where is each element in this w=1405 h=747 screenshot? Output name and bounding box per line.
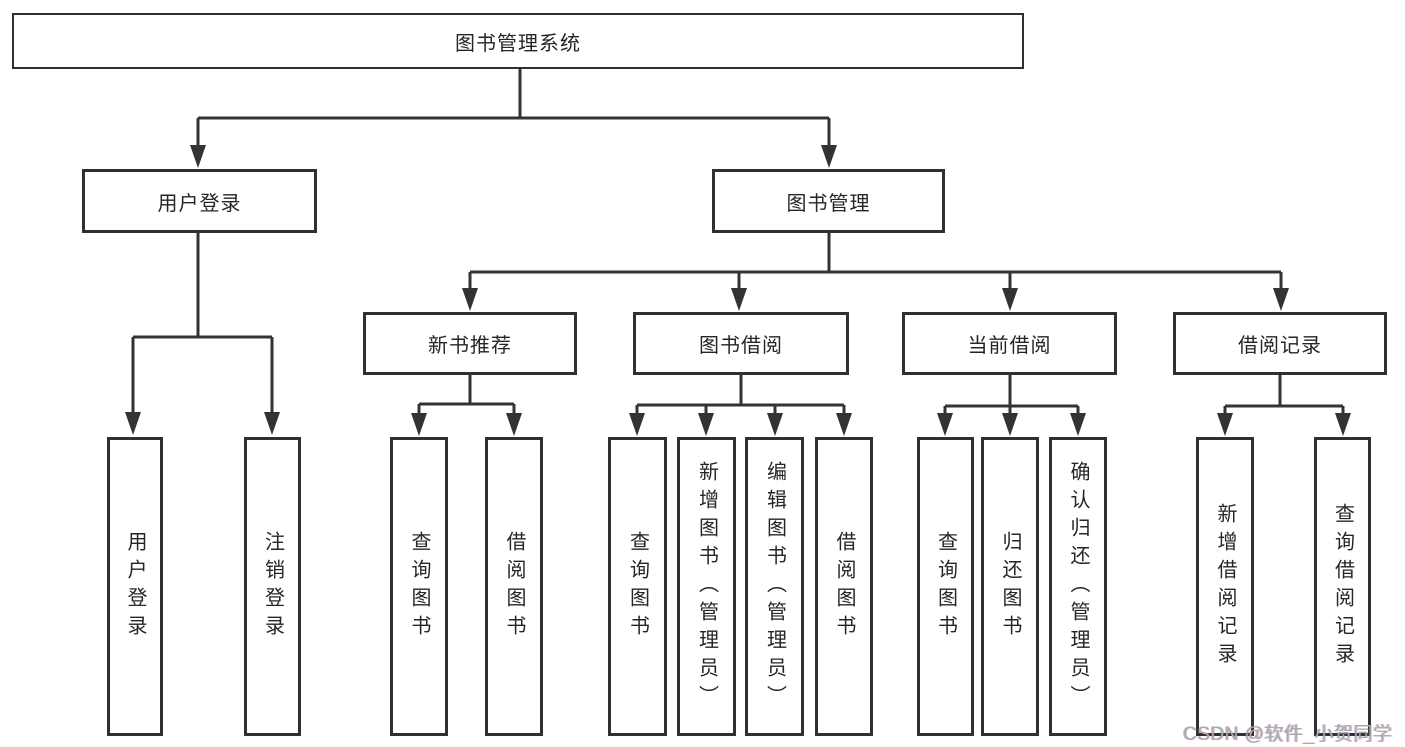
leaf-borrow-books: 借阅图书 (815, 437, 873, 736)
node-label: 用户登录 (157, 192, 242, 215)
leaf-edit-book-admin: 编辑图书（管理员） (745, 437, 804, 736)
node-library-management-system: 图书管理系统 (12, 13, 1024, 69)
node-borrowing-records: 借阅记录 (1173, 312, 1387, 375)
leaf-logout: 注销登录 (244, 437, 301, 736)
node-label: 查询图书 (626, 530, 649, 643)
node-user-login: 用户登录 (82, 169, 317, 233)
watermark: CSDN @软件_小贺同学 (1183, 724, 1393, 745)
node-label: 图书管理系统 (455, 32, 581, 55)
leaf-query-books-current: 查询图书 (917, 437, 974, 736)
leaf-add-borrow-record: 新增借阅记录 (1196, 437, 1254, 736)
leaf-return-book: 归还图书 (981, 437, 1039, 736)
node-label: 当前借阅 (967, 335, 1052, 357)
leaf-user-login: 用户登录 (107, 437, 163, 736)
node-book-borrowing: 图书借阅 (633, 312, 849, 375)
node-label: 归还图书 (999, 530, 1021, 643)
node-label: 查询借阅记录 (1331, 502, 1354, 671)
arrowheads (125, 145, 1351, 436)
node-label: 图书管理 (786, 192, 871, 215)
node-label: 查询图书 (934, 530, 957, 643)
node-label: 借阅图书 (503, 530, 525, 643)
node-current-borrowing: 当前借阅 (902, 312, 1117, 375)
node-label: 编辑图书（管理员） (763, 460, 786, 713)
node-label: 查询图书 (408, 530, 430, 643)
leaf-query-books-borrow: 查询图书 (608, 437, 667, 736)
node-label: 图书借阅 (699, 335, 783, 357)
node-label: 借阅图书 (833, 530, 855, 643)
node-new-book-recommendation: 新书推荐 (363, 312, 577, 375)
leaf-query-borrow-record: 查询借阅记录 (1314, 437, 1371, 736)
leaf-add-book-admin: 新增图书（管理员） (677, 437, 736, 736)
leaf-query-books-recommend: 查询图书 (390, 437, 448, 736)
leaf-confirm-return-admin: 确认归还（管理员） (1049, 437, 1107, 736)
node-label: 确认归还（管理员） (1067, 460, 1089, 713)
node-label: 注销登录 (261, 530, 284, 643)
node-book-management: 图书管理 (712, 169, 945, 233)
leaf-borrow-books-recommend: 借阅图书 (485, 437, 543, 736)
node-label: 新增借阅记录 (1214, 502, 1236, 671)
node-label: 新增图书（管理员） (695, 460, 718, 713)
node-label: 新书推荐 (428, 335, 512, 357)
node-label: 借阅记录 (1238, 335, 1322, 357)
node-label: 用户登录 (124, 530, 146, 643)
